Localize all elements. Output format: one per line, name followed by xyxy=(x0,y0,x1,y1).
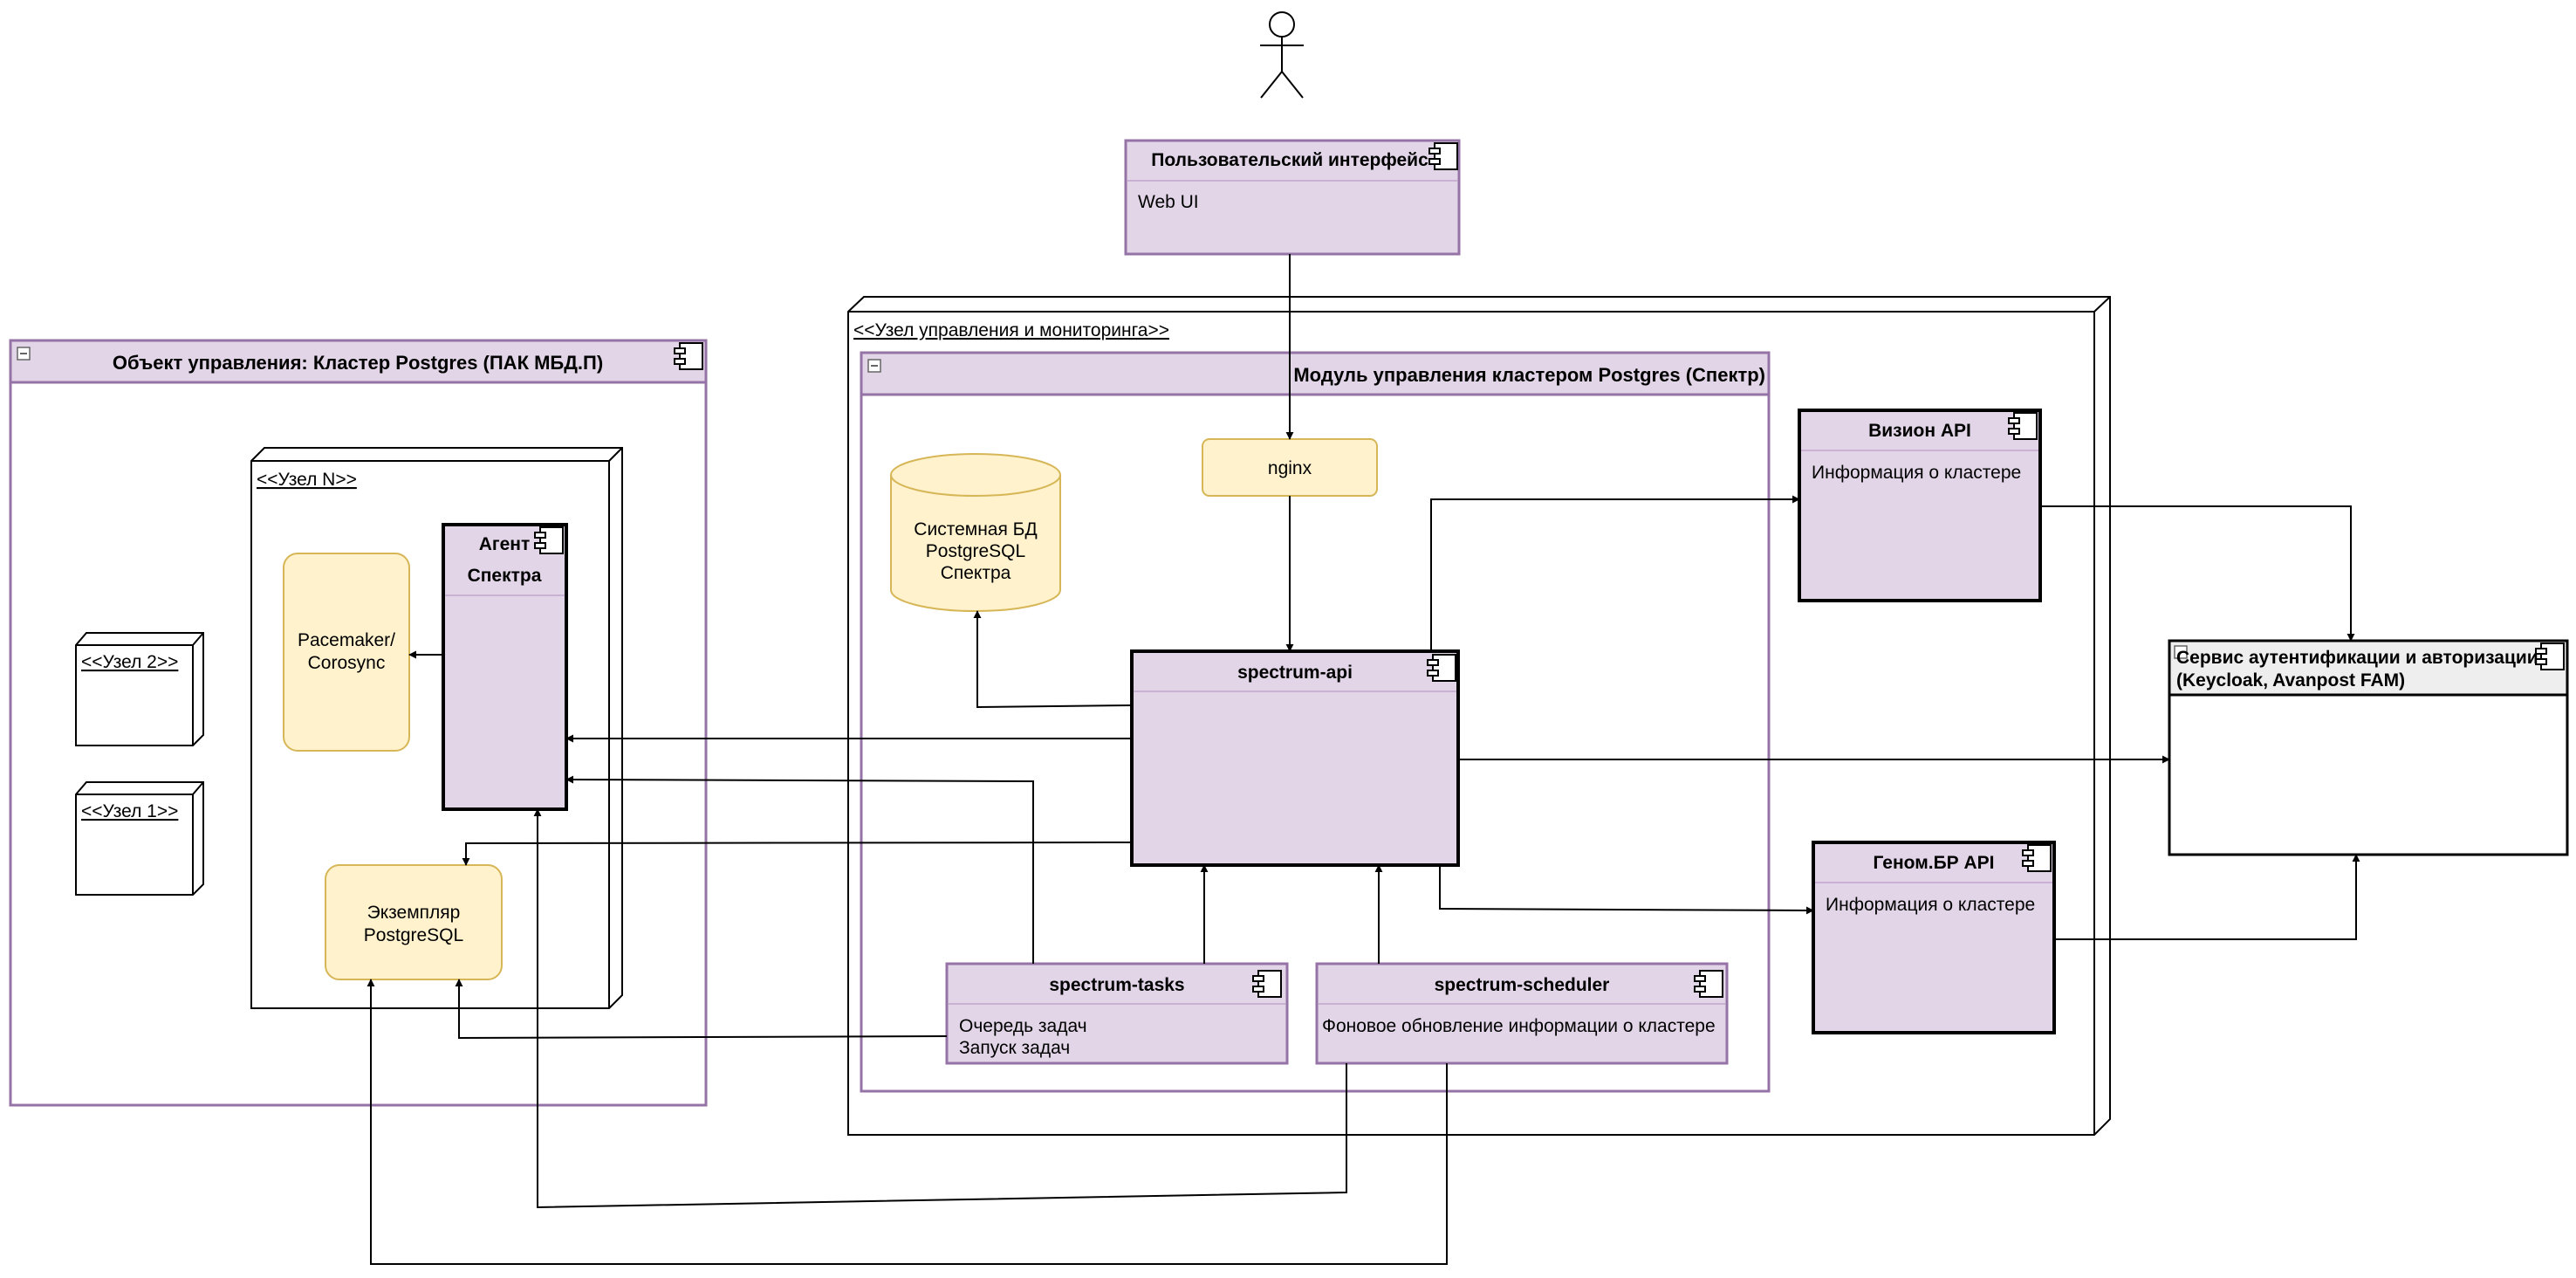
edge-genom-to-auth xyxy=(2054,854,2360,940)
nginx[interactable]: nginx xyxy=(1202,438,1378,497)
component-icon xyxy=(2022,844,2052,872)
pacemaker-line1: Pacemaker/ xyxy=(298,630,395,650)
spectrum-scheduler-body: Фоновое обновление информации о кластере xyxy=(1322,1016,1716,1036)
edge-vision-to-auth xyxy=(2040,505,2355,642)
agent-spectra[interactable]: Агент Спектра xyxy=(442,523,568,811)
spectrum-api[interactable]: spectrum-api xyxy=(1130,649,1460,867)
pacemaker-corosync[interactable]: Pacemaker/ Corosync xyxy=(283,553,410,752)
pg-instance-line1: Экземпляр xyxy=(367,903,461,923)
component-icon xyxy=(674,342,703,370)
edge-scheduler-to-pg xyxy=(367,979,1448,1265)
vision-api[interactable]: Визион API Информация о кластере xyxy=(1798,409,2042,602)
user-interface-title: Пользовательский интерфейс xyxy=(1151,150,1428,170)
genom-api-title: Геном.БР API xyxy=(1873,853,1994,873)
genom-api[interactable]: Геном.БР API Информация о кластере xyxy=(1812,841,2056,1034)
pacemaker-line2: Corosync xyxy=(308,653,386,673)
component-icon xyxy=(534,526,564,554)
connectors xyxy=(367,254,2360,1265)
vision-api-title: Визион API xyxy=(1868,421,1971,441)
node-2[interactable] xyxy=(75,632,204,746)
spectrum-tasks[interactable]: spectrum-tasks Очередь задач Запуск зада… xyxy=(945,962,1289,1065)
user-actor xyxy=(1260,11,1304,99)
genom-api-body: Информация о кластере xyxy=(1826,895,2035,915)
node-2-label: <<Узел 2>> xyxy=(81,652,178,672)
auth-service-line1: Сервис аутентификации и авторизации xyxy=(2176,648,2538,668)
edge-tasks-to-pg xyxy=(455,979,948,1040)
spectrum-scheduler[interactable]: spectrum-scheduler Фоновое обновление ин… xyxy=(1315,962,1729,1065)
user-interface-body: Web UI xyxy=(1138,192,1199,212)
management-node-label: <<Узел управления и мониторинга>> xyxy=(853,320,1169,340)
system-db[interactable]: Системная БД PostgreSQL Спектра xyxy=(890,453,1061,612)
spectrum-scheduler-title: spectrum-scheduler xyxy=(1435,975,1610,995)
system-db-line3: Спектра xyxy=(941,563,1011,583)
vision-api-body: Информация о кластере xyxy=(1812,463,2021,483)
agent-title-line2: Спектра xyxy=(468,566,542,586)
component-icon xyxy=(2008,412,2038,440)
auth-service[interactable]: Сервис аутентификации и авторизации (Key… xyxy=(2168,639,2569,856)
edge-tasks-to-agent xyxy=(565,775,1034,964)
node-1[interactable] xyxy=(75,781,204,896)
nginx-label: nginx xyxy=(1268,458,1312,478)
component-icon xyxy=(1694,970,1723,998)
edge-api-to-db xyxy=(973,610,1133,709)
edge-scheduler-to-agent xyxy=(533,808,1347,1209)
component-icon xyxy=(1428,142,1458,170)
system-db-line2: PostgreSQL xyxy=(926,541,1025,561)
agent-title-line1: Агент xyxy=(479,534,531,554)
collapse-icon[interactable] xyxy=(2174,645,2188,659)
spectrum-tasks-line2: Запуск задач xyxy=(959,1038,1070,1058)
edge-api-to-pg xyxy=(462,842,1133,866)
component-icon xyxy=(1252,970,1282,998)
edge-api-to-genom xyxy=(1439,865,1814,915)
spectrum-tasks-title: spectrum-tasks xyxy=(1049,975,1184,995)
module-title: Модуль управления кластером Postgres (Сп… xyxy=(1293,364,1765,386)
postgresql-instance[interactable]: Экземпляр PostgreSQL xyxy=(325,864,503,980)
component-icon xyxy=(2535,642,2565,670)
node-n-label: <<Узел N>> xyxy=(257,470,357,490)
spectrum-tasks-line1: Очередь задач xyxy=(959,1016,1087,1036)
pg-instance-line2: PostgreSQL xyxy=(364,925,463,945)
user-interface-component[interactable]: Пользовательский интерфейс Web UI xyxy=(1124,139,1461,256)
auth-service-line2: (Keycloak, Avanpost FAM) xyxy=(2176,670,2405,691)
edge-api-to-vision xyxy=(1430,495,1800,651)
spectrum-api-title: spectrum-api xyxy=(1237,663,1353,683)
system-db-line1: Системная БД xyxy=(914,519,1037,539)
node-1-label: <<Узел 1>> xyxy=(81,801,178,821)
component-icon xyxy=(1427,654,1456,682)
control-object-title: Объект управления: Кластер Postgres (ПАК… xyxy=(113,352,603,374)
